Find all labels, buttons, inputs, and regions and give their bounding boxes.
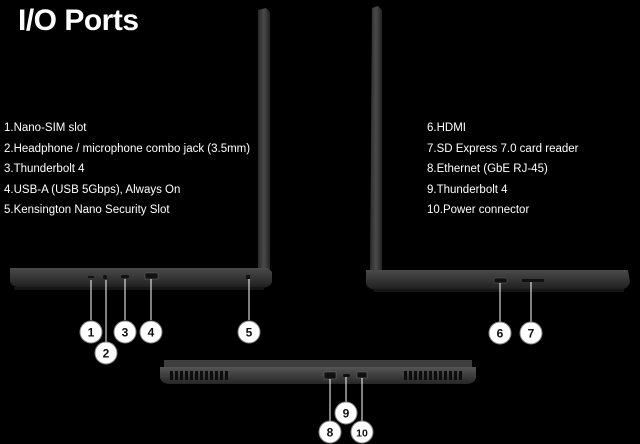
vent-slot bbox=[180, 371, 183, 380]
vent-slot bbox=[185, 371, 188, 380]
callout-number: 3 bbox=[122, 326, 129, 340]
port-label-3: 3.Thunderbolt 4 bbox=[4, 163, 85, 176]
vent-slot bbox=[220, 371, 223, 380]
vent-slot bbox=[444, 371, 447, 380]
vent-slot bbox=[170, 371, 173, 380]
vent-slot bbox=[449, 371, 452, 380]
port-label-7: 7.SD Express 7.0 card reader bbox=[427, 142, 579, 155]
rear-view-lid-edge bbox=[164, 360, 472, 368]
rear-view-base bbox=[160, 367, 476, 384]
laptop-rear-view bbox=[160, 360, 476, 384]
port-label-9: 9.Thunderbolt 4 bbox=[427, 183, 508, 196]
vent-slot bbox=[200, 371, 203, 380]
nano-sim-slot-icon bbox=[88, 276, 94, 278]
vent-slot bbox=[414, 371, 417, 380]
port-label-4: 4.USB-A (USB 5Gbps), Always On bbox=[4, 183, 181, 196]
sd-card-slot-icon bbox=[522, 279, 544, 282]
callout-1: 1 bbox=[79, 320, 103, 344]
ethernet-port-icon bbox=[323, 371, 337, 380]
vent-slot bbox=[454, 371, 457, 380]
vent-slot bbox=[225, 371, 228, 380]
left-view-feet bbox=[14, 287, 264, 290]
vent-slot bbox=[215, 371, 218, 380]
vent-slot bbox=[195, 371, 198, 380]
vent-slot bbox=[439, 371, 442, 380]
left-view-base bbox=[10, 268, 272, 288]
callout-number: 6 bbox=[497, 327, 504, 341]
thunderbolt-port-icon bbox=[121, 275, 129, 278]
vent-slot bbox=[175, 371, 178, 380]
laptop-right-side-view bbox=[366, 6, 630, 292]
callout-number: 9 bbox=[343, 407, 350, 421]
callout-3: 3 bbox=[113, 320, 137, 344]
port-label-1: 1.Nano-SIM slot bbox=[4, 122, 87, 134]
vent-slot bbox=[429, 371, 432, 380]
port-label-5: 5.Kensington Nano Security Slot bbox=[4, 204, 170, 217]
vent-slot bbox=[210, 371, 213, 380]
rear-vent-right bbox=[404, 371, 462, 380]
left-side-port-list: 1.Nano-SIM slot 2.Headphone / microphone… bbox=[4, 118, 250, 221]
vent-slot bbox=[409, 371, 412, 380]
right-view-lid bbox=[370, 6, 382, 272]
usb-a-port-icon bbox=[144, 272, 159, 280]
callout-9: 9 bbox=[334, 401, 358, 425]
vent-slot bbox=[190, 371, 193, 380]
right-side-port-list: 6.HDMI 7.SD Express 7.0 card reader 8.Et… bbox=[427, 118, 579, 221]
power-connector-icon bbox=[356, 371, 368, 379]
port-label-10: 10.Power connector bbox=[427, 204, 530, 217]
port-label-2: 2.Headphone / microphone combo jack (3.5… bbox=[4, 142, 251, 155]
callout-2: 2 bbox=[94, 341, 118, 365]
thunderbolt-rear-port-icon bbox=[343, 374, 350, 377]
vent-slot bbox=[424, 371, 427, 380]
vent-slot bbox=[404, 371, 407, 380]
kensington-slot-icon bbox=[246, 275, 250, 279]
vent-slot bbox=[434, 371, 437, 380]
vent-slot bbox=[419, 371, 422, 380]
callout-6: 6 bbox=[488, 321, 512, 345]
rear-vent-left bbox=[170, 371, 228, 380]
callout-number: 1 bbox=[88, 326, 95, 340]
callout-number: 4 bbox=[148, 326, 155, 340]
right-view-feet bbox=[374, 289, 624, 292]
callout-leader-lines bbox=[90, 279, 532, 422]
laptop-left-side-view bbox=[10, 8, 272, 290]
callout-10: 10 bbox=[350, 420, 374, 444]
vent-slot bbox=[459, 371, 462, 380]
callout-number: 10 bbox=[356, 428, 368, 440]
callout-number: 5 bbox=[246, 326, 253, 340]
audio-jack-icon bbox=[103, 275, 107, 279]
callout-4: 4 bbox=[139, 320, 163, 344]
callout-number: 2 bbox=[103, 347, 110, 361]
callout-5: 5 bbox=[237, 320, 261, 344]
page-title: I/O Ports bbox=[18, 4, 139, 37]
left-view-lid bbox=[258, 8, 270, 272]
callout-8: 8 bbox=[318, 420, 342, 444]
vent-slot bbox=[205, 371, 208, 380]
port-label-8: 8.Ethernet (GbE RJ-45) bbox=[427, 163, 548, 176]
callout-7: 7 bbox=[519, 321, 543, 345]
callout-number: 8 bbox=[327, 426, 334, 440]
hdmi-port-icon bbox=[493, 277, 508, 284]
port-label-6: 6.HDMI bbox=[427, 122, 466, 134]
callout-number: 7 bbox=[528, 327, 535, 341]
